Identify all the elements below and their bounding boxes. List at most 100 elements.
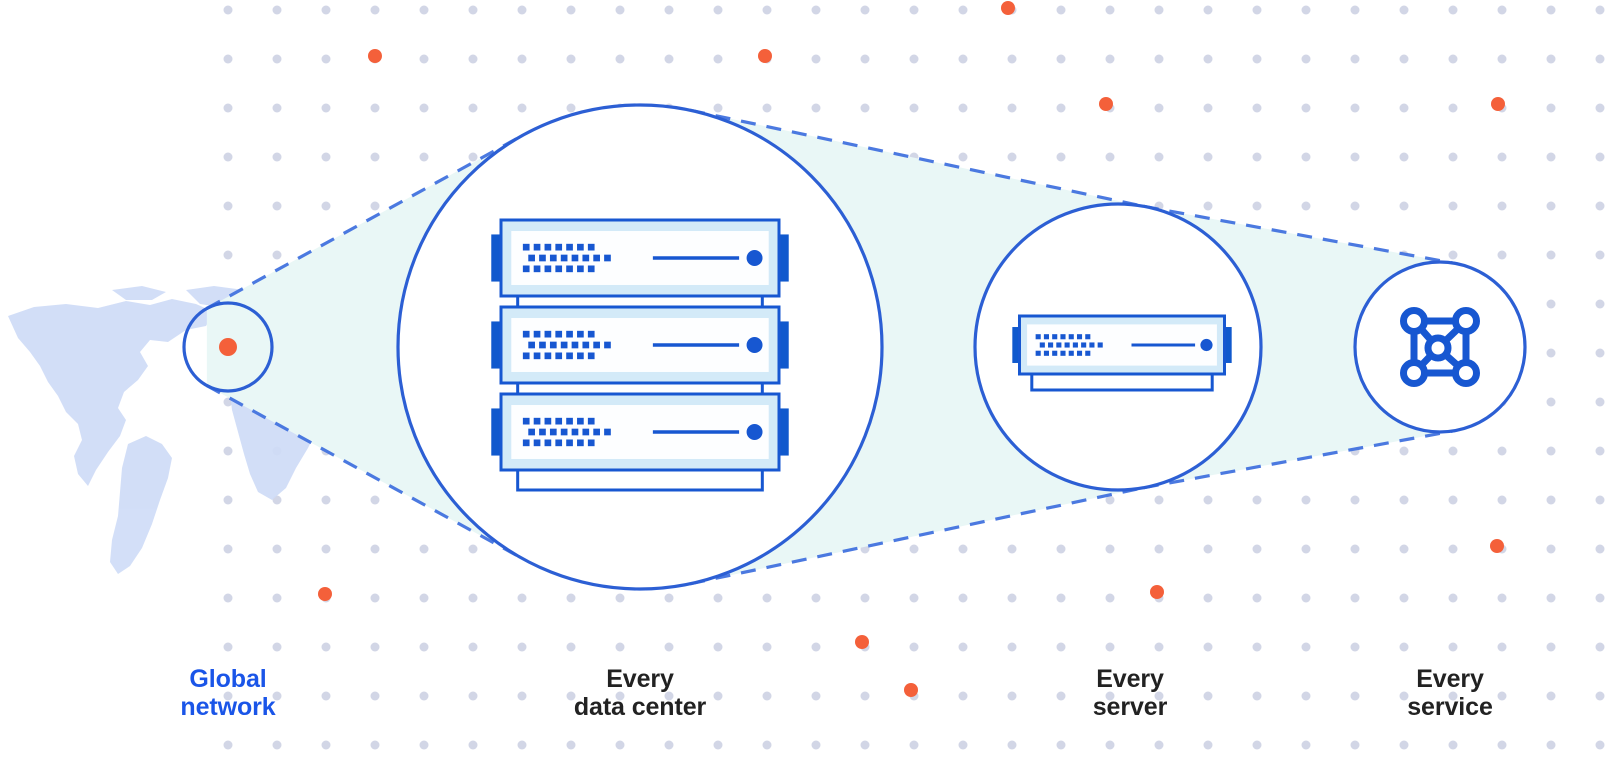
grid-dot — [1154, 642, 1164, 652]
grid-dot — [958, 54, 968, 64]
grid-dot — [566, 740, 576, 750]
server-unit-bottom-vent — [522, 439, 530, 447]
single-server-unit-vent — [1068, 350, 1074, 356]
grid-dot — [1448, 740, 1458, 750]
server-unit-bottom-vent — [577, 439, 584, 447]
grid-dot — [1595, 593, 1605, 603]
grid-dot — [1203, 740, 1213, 750]
server-unit-middle-vent — [528, 341, 535, 349]
server-unit-middle-vent — [560, 341, 568, 349]
grid-dot — [1448, 642, 1458, 652]
grid-dot — [1546, 397, 1556, 407]
map-to-datacenter-guide-b — [206, 133, 525, 310]
single-server-unit-vent — [1085, 334, 1091, 340]
grid-dot — [1203, 201, 1213, 211]
grid-dot — [1252, 103, 1262, 113]
grid-dot — [1595, 299, 1605, 309]
grid-dot — [615, 740, 625, 750]
grid-dot — [1595, 446, 1605, 456]
grid-dot — [370, 201, 380, 211]
server-unit-middle-vent — [533, 330, 541, 338]
server-unit-middle-vent — [539, 341, 546, 349]
server-to-service-guide-b — [1143, 204, 1456, 265]
server-unit-top-vent — [582, 254, 590, 262]
grid-dot — [909, 103, 919, 113]
grid-dot — [1154, 740, 1164, 750]
grid-dot — [223, 201, 233, 211]
server-unit-top-vent — [549, 254, 557, 262]
grid-dot — [1056, 691, 1066, 701]
grid-dot — [1448, 495, 1458, 505]
grid-dot — [517, 54, 527, 64]
server-unit-middle-vent — [587, 330, 595, 338]
grid-dot — [909, 740, 919, 750]
grid-dot — [1056, 544, 1066, 554]
grid-dot — [321, 642, 331, 652]
grid-dot — [958, 691, 968, 701]
grid-dot — [713, 54, 723, 64]
grid-dot — [223, 740, 233, 750]
grid-dot — [1497, 642, 1507, 652]
grid-dot — [1497, 152, 1507, 162]
grid-dot — [1007, 593, 1017, 603]
grid-dot — [1203, 593, 1213, 603]
grid-dot — [615, 642, 625, 652]
grid-dot — [1056, 642, 1066, 652]
single-server-unit-vent-matrix — [1035, 334, 1103, 356]
server-unit-top — [491, 218, 789, 298]
grid-dot — [1203, 54, 1213, 64]
grid-dot — [1154, 691, 1164, 701]
map-to-datacenter-guide-a — [206, 384, 525, 561]
grid-dot — [321, 103, 331, 113]
single-server-unit-vent — [1052, 334, 1058, 340]
grid-dot — [1007, 740, 1017, 750]
server-unit-top-vent — [593, 254, 600, 262]
grid-dot — [272, 201, 282, 211]
grid-dot — [1546, 54, 1556, 64]
server-unit-bottom-vent — [544, 417, 552, 425]
grid-dot — [1252, 152, 1262, 162]
grid-dot — [1301, 544, 1311, 554]
single-server-unit-vent — [1043, 350, 1049, 356]
server-unit-top-vent — [528, 254, 535, 262]
grid-dot — [321, 54, 331, 64]
grid-dot — [272, 740, 282, 750]
grid-dot — [1105, 740, 1115, 750]
grid-dot — [419, 54, 429, 64]
grid-dot — [1301, 495, 1311, 505]
grid-dot — [1399, 593, 1409, 603]
server-unit-top-vent — [544, 265, 552, 273]
grid-dot — [321, 495, 331, 505]
grid-dot — [1399, 740, 1409, 750]
grid-dot — [272, 495, 282, 505]
server-unit-middle-vent — [577, 352, 584, 360]
grid-dot — [1350, 103, 1360, 113]
grid-dot — [1203, 5, 1213, 15]
stage-label-global-network: Global network — [180, 665, 276, 722]
grid-dot — [1595, 397, 1605, 407]
grid-dot — [1546, 544, 1556, 554]
grid-dot — [1301, 5, 1311, 15]
server-unit-bottom-vent — [582, 428, 590, 436]
grid-dot — [1595, 642, 1605, 652]
server-unit-bottom-vent — [555, 417, 563, 425]
server-unit-top-vent — [522, 265, 530, 273]
grid-dot — [664, 691, 674, 701]
grid-dot — [1105, 54, 1115, 64]
grid-dot — [1595, 152, 1605, 162]
grid-dot — [468, 544, 478, 554]
grid-dot — [1448, 446, 1458, 456]
grid-dot — [1497, 54, 1507, 64]
grid-dot — [321, 152, 331, 162]
grid-dot — [1154, 5, 1164, 15]
grid-dot — [1301, 152, 1311, 162]
server-unit-bottom-vent — [549, 428, 557, 436]
grid-dot — [1448, 593, 1458, 603]
grid-dot — [1448, 544, 1458, 554]
grid-dot — [1301, 103, 1311, 113]
single-server-unit-vent — [1035, 334, 1041, 340]
grid-dot — [1056, 593, 1066, 603]
grid-dot — [468, 691, 478, 701]
grid-dot — [1448, 201, 1458, 211]
